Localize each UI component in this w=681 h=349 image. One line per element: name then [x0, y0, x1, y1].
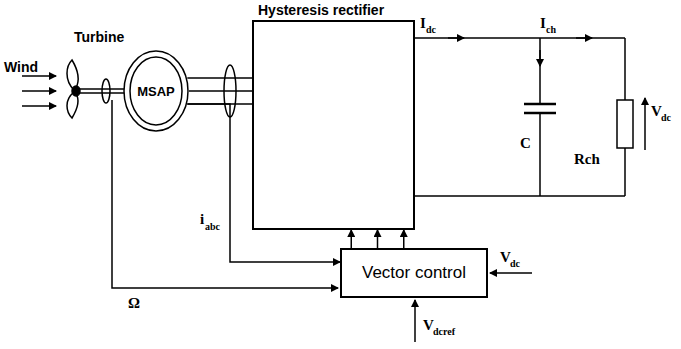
component-name: C: [520, 136, 531, 151]
current-arrow: [448, 37, 464, 39]
generator-circle: MSAP: [123, 50, 189, 132]
signal-subscript: dc: [510, 259, 520, 269]
dc-bus: [415, 195, 625, 197]
box-label: MSAP: [137, 84, 175, 99]
signal-name: i: [200, 212, 204, 227]
box-label: Vector control: [362, 263, 466, 283]
signal-name: V: [651, 104, 662, 119]
turbine-label: Turbine: [74, 30, 124, 44]
control-box: Vector control: [340, 248, 488, 298]
phase-wire: [189, 90, 252, 92]
signal-subscript: dcref: [433, 327, 455, 337]
signal-name: V: [500, 250, 511, 265]
dc-bus: [415, 37, 625, 39]
signal-name: Ω: [128, 296, 140, 311]
capacitor-symbol: [524, 38, 556, 196]
wind-arrow: [22, 90, 56, 92]
gate-signal: [377, 230, 379, 248]
signal-subscript: abc: [205, 222, 220, 232]
signal-subscript: ch: [546, 25, 556, 35]
gate-signal: [351, 230, 353, 248]
turbine: [67, 60, 80, 118]
signal-subscript: dc: [426, 25, 436, 35]
signal-name: I: [540, 16, 546, 31]
signal-subscript: dc: [661, 113, 671, 123]
wind-arrow: [22, 105, 56, 107]
component-name: Rch: [574, 152, 600, 167]
box-heading: Hysteresis rectifier: [258, 2, 384, 18]
phase-wire: [187, 77, 252, 79]
signal-name: V: [423, 318, 434, 333]
current-arrow: [576, 37, 592, 39]
signal-name: I: [420, 16, 426, 31]
speed-sensor: [102, 79, 110, 103]
wind-label: Wind: [4, 60, 38, 74]
wind-arrow: [22, 75, 56, 77]
rectifier-box: Hysteresis rectifier: [252, 20, 415, 230]
voltage-arrow: [644, 98, 646, 150]
resistor-symbol: [617, 38, 633, 196]
vdc-input: [490, 272, 532, 274]
vdcref-input: [414, 300, 416, 342]
gate-signal: [403, 230, 405, 248]
